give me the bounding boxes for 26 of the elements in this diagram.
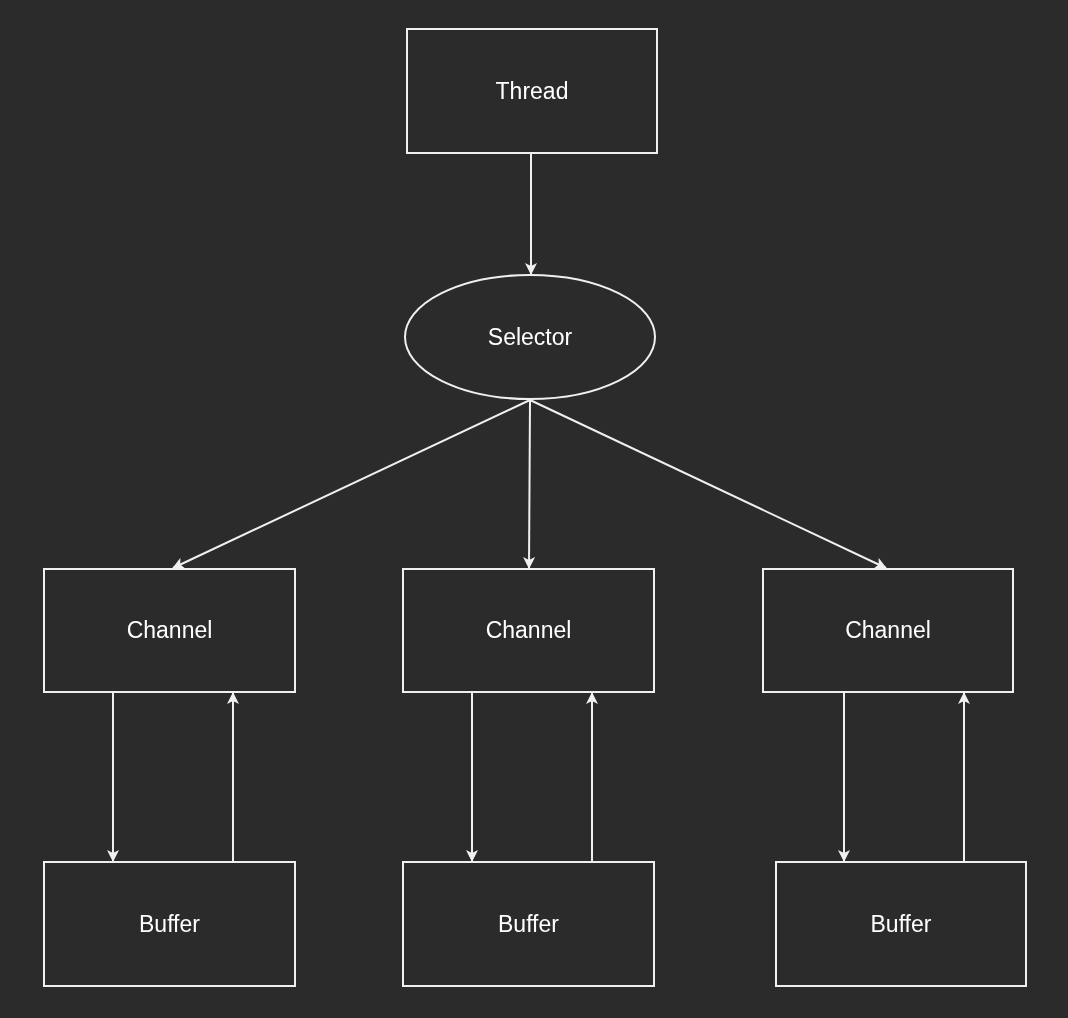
arrow — [523, 399, 536, 569]
node-label: Channel — [485, 617, 572, 644]
process-box — [43, 568, 296, 693]
arrow — [529, 399, 887, 569]
process-box — [402, 861, 655, 987]
arrow — [525, 153, 537, 275]
node-label: Selector — [487, 323, 573, 351]
arrow — [227, 692, 239, 862]
process-box — [43, 861, 296, 987]
node-label: Buffer — [498, 910, 559, 938]
node-label: Buffer — [139, 910, 200, 938]
node-label: Thread — [495, 77, 569, 105]
node-label: Channel — [126, 617, 213, 644]
arrow — [107, 692, 119, 862]
arrow — [838, 692, 850, 862]
arrow — [466, 692, 478, 862]
arrow — [172, 399, 531, 569]
node-label: Buffer — [870, 910, 932, 938]
node-label: Channel — [845, 617, 931, 644]
selector-ellipse — [404, 274, 656, 400]
process-box — [762, 568, 1014, 693]
process-box — [402, 568, 655, 693]
arrow — [586, 692, 598, 862]
arrow — [958, 692, 970, 862]
process-box — [775, 861, 1027, 987]
process-box — [406, 28, 658, 154]
